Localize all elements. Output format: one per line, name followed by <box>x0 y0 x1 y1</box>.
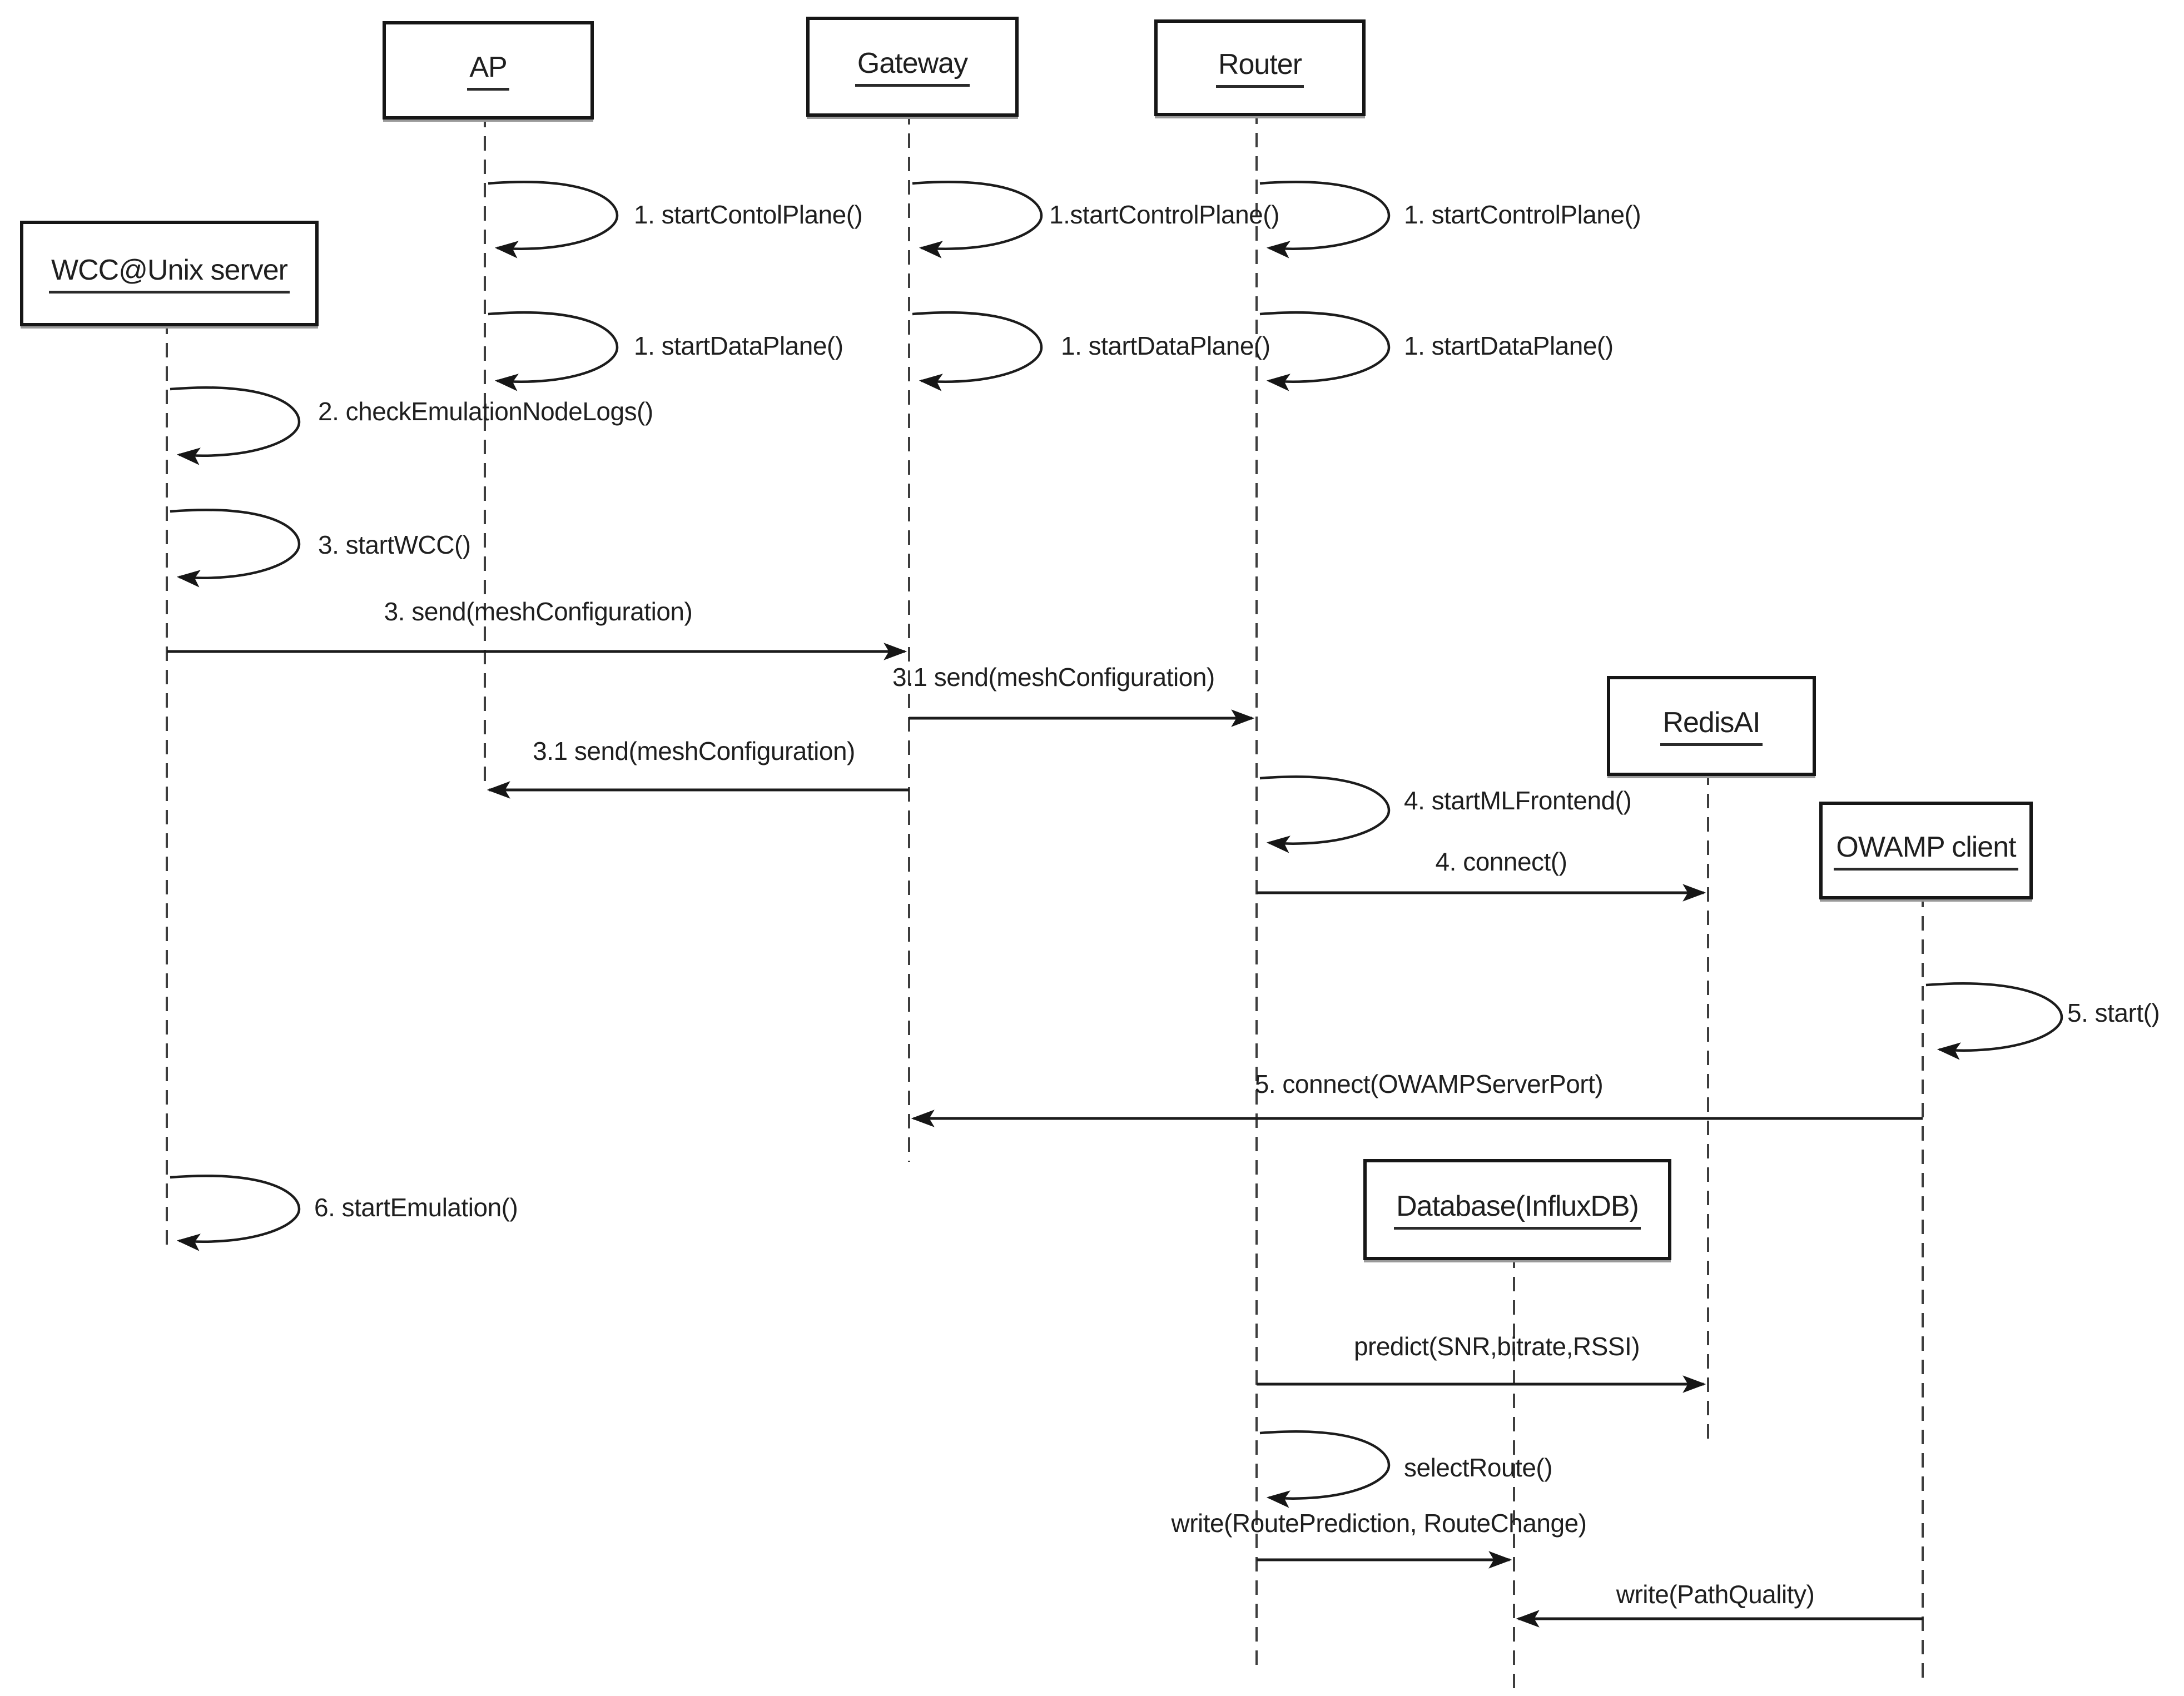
label-connect-owamp-server-port: 5. connect(OWAMPServerPort) <box>1254 1070 1604 1098</box>
label-gateway-start-control-plane: 1.startControlPlane() <box>1049 200 1279 229</box>
label-start-ml-frontend: 4. startMLFrontend() <box>1404 786 1632 815</box>
actor-box-owamp-client: OWAMP client <box>1819 802 2033 899</box>
label-start-emulation: 6. startEmulation() <box>314 1193 518 1222</box>
actor-box-database-influxdb: Database(InfluxDB) <box>1363 1159 1671 1260</box>
label-router-start-data-plane: 1. startDataPlane() <box>1404 331 1614 360</box>
label-send-mesh-configuration-router: 3.1 send(meshConfiguration) <box>892 663 1215 692</box>
label-owamp-start: 5. start() <box>2067 998 2160 1027</box>
arc-router-start-control-plane <box>1259 181 1391 258</box>
arc-ap-start-data-plane <box>488 311 619 391</box>
label-write-route-prediction-change: write(RoutePrediction, RouteChange) <box>1171 1509 1587 1538</box>
arc-ap-start-control-plane <box>488 181 619 258</box>
arc-wcc-check-emulation-node-logs <box>170 386 301 465</box>
label-gateway-start-data-plane: 1. startDataPlane() <box>1061 331 1270 360</box>
actor-box-router: Router <box>1154 19 1366 116</box>
actor-box-redisai: RedisAI <box>1607 676 1816 776</box>
label-predict-snr-bitrate-rssi: predict(SNR,bitrate,RSSI) <box>1353 1332 1640 1361</box>
actor-name-database-influxdb: Database(InfluxDB) <box>1394 1190 1641 1230</box>
arc-wcc-start-emulation <box>170 1175 301 1251</box>
actor-name-router: Router <box>1215 48 1304 88</box>
label-ap-start-data-plane: 1. startDataPlane() <box>634 331 843 360</box>
arc-gateway-start-control-plane <box>912 181 1043 258</box>
label-select-route: selectRoute() <box>1404 1453 1553 1482</box>
label-send-mesh-configuration: 3. send(meshConfiguration) <box>384 597 693 626</box>
arc-wcc-start-wcc <box>170 509 301 588</box>
actor-box-ap: AP <box>383 21 594 120</box>
actor-name-owamp-client: OWAMP client <box>1834 830 2018 871</box>
label-start-wcc: 3. startWCC() <box>318 530 471 559</box>
arc-router-start-data-plane <box>1259 311 1391 391</box>
arc-owamp-start <box>1925 982 2063 1060</box>
label-send-mesh-configuration-ap: 3.1 send(meshConfiguration) <box>533 737 855 765</box>
arc-gateway-start-data-plane <box>912 311 1043 391</box>
actor-box-wcc-unix-server: WCC@Unix server <box>20 221 319 326</box>
actor-name-wcc-unix-server: WCC@Unix server <box>49 253 290 294</box>
actor-name-redisai: RedisAI <box>1660 706 1763 746</box>
arc-router-select-route <box>1259 1430 1391 1508</box>
actor-name-ap: AP <box>467 51 509 91</box>
actor-name-gateway: Gateway <box>855 47 970 87</box>
label-check-emulation-node-logs: 2. checkEmulationNodeLogs() <box>318 397 653 426</box>
label-connect-redisai: 4. connect() <box>1435 847 1567 876</box>
label-write-path-quality: write(PathQuality) <box>1616 1580 1815 1609</box>
label-router-start-control-plane: 1. startControlPlane() <box>1404 200 1641 229</box>
arc-router-start-ml-frontend <box>1259 775 1391 853</box>
label-ap-start-contol-plane: 1. startContolPlane() <box>634 200 863 229</box>
actor-box-gateway: Gateway <box>806 17 1019 117</box>
